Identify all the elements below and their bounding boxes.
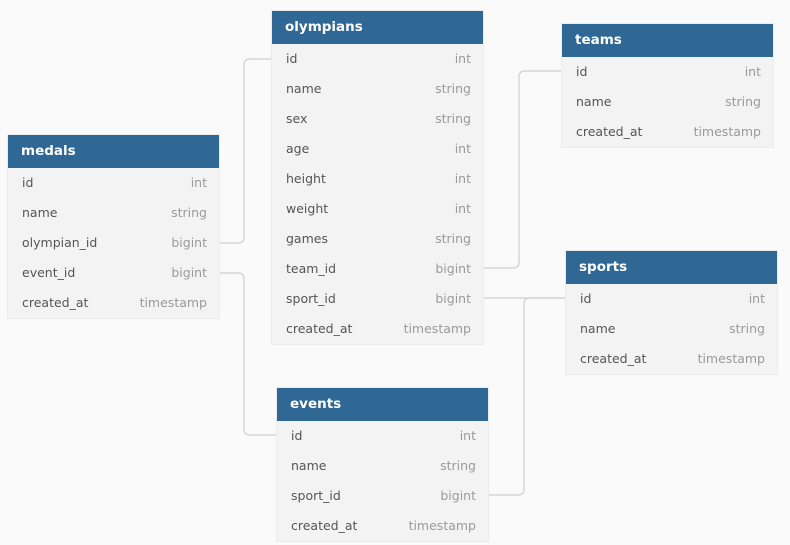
column-row-teams-id[interactable]: id int bbox=[562, 57, 773, 87]
column-name: height bbox=[286, 171, 326, 186]
table-header-olympians[interactable]: olympians bbox=[272, 11, 483, 44]
column-name: id bbox=[22, 175, 34, 190]
column-type: string bbox=[435, 111, 471, 126]
table-header-medals[interactable]: medals bbox=[8, 135, 219, 168]
column-name: id bbox=[576, 64, 588, 79]
column-row-sports-id[interactable]: id int bbox=[566, 284, 777, 314]
column-type: string bbox=[729, 321, 765, 336]
column-row-events-sport-id[interactable]: sport_id bigint bbox=[277, 481, 488, 511]
column-row-medals-name[interactable]: name string bbox=[8, 198, 219, 228]
column-name: created_at bbox=[576, 124, 643, 139]
column-type: string bbox=[440, 458, 476, 473]
column-type: int bbox=[454, 201, 471, 216]
column-name: sport_id bbox=[286, 291, 336, 306]
column-name: name bbox=[576, 94, 612, 109]
column-name: team_id bbox=[286, 261, 337, 276]
column-type: int bbox=[744, 64, 761, 79]
column-row-medals-event-id[interactable]: event_id bigint bbox=[8, 258, 219, 288]
column-type: bigint bbox=[440, 488, 476, 503]
column-row-olympians-sport-id[interactable]: sport_id bigint bbox=[272, 284, 483, 314]
column-row-sports-name[interactable]: name string bbox=[566, 314, 777, 344]
column-type: timestamp bbox=[693, 124, 761, 139]
column-type: string bbox=[171, 205, 207, 220]
column-row-olympians-created-at[interactable]: created_at timestamp bbox=[272, 314, 483, 344]
column-name: created_at bbox=[291, 518, 358, 533]
table-olympians[interactable]: olympians id int name string sex string age int… bbox=[272, 11, 483, 344]
column-type: bigint bbox=[171, 265, 207, 280]
column-type: int bbox=[454, 51, 471, 66]
column-name: name bbox=[22, 205, 58, 220]
column-name: sport_id bbox=[291, 488, 341, 503]
connector-olympians-team-id-to-teams-id bbox=[483, 70, 562, 269]
column-row-olympians-height[interactable]: height int bbox=[272, 164, 483, 194]
column-name: name bbox=[580, 321, 616, 336]
column-name: games bbox=[286, 231, 328, 246]
column-type: string bbox=[725, 94, 761, 109]
column-row-medals-created-at[interactable]: created_at timestamp bbox=[8, 288, 219, 318]
column-name: created_at bbox=[286, 321, 353, 336]
column-type: int bbox=[459, 428, 476, 443]
table-teams[interactable]: teams id int name string created_at timestamp bbox=[562, 24, 773, 147]
column-row-medals-id[interactable]: id int bbox=[8, 168, 219, 198]
column-type: int bbox=[748, 291, 765, 306]
column-type: bigint bbox=[171, 235, 207, 250]
column-row-events-name[interactable]: name string bbox=[277, 451, 488, 481]
column-type: timestamp bbox=[408, 518, 476, 533]
table-events[interactable]: events id int name string sport_id bigint crea… bbox=[277, 388, 488, 541]
column-type: int bbox=[454, 171, 471, 186]
column-name: name bbox=[286, 81, 322, 96]
column-row-olympians-weight[interactable]: weight int bbox=[272, 194, 483, 224]
column-name: sex bbox=[286, 111, 308, 126]
column-name: event_id bbox=[22, 265, 76, 280]
column-name: weight bbox=[286, 201, 329, 216]
column-row-medals-olympian-id[interactable]: olympian_id bigint bbox=[8, 228, 219, 258]
column-name: created_at bbox=[22, 295, 89, 310]
column-name: age bbox=[286, 141, 310, 156]
connector-events-sport-id-to-sports-id bbox=[488, 297, 566, 496]
column-row-olympians-age[interactable]: age int bbox=[272, 134, 483, 164]
column-name: created_at bbox=[580, 351, 647, 366]
table-header-events[interactable]: events bbox=[277, 388, 488, 421]
column-row-teams-created-at[interactable]: created_at timestamp bbox=[562, 117, 773, 147]
column-name: id bbox=[580, 291, 592, 306]
column-type: bigint bbox=[435, 261, 471, 276]
column-row-olympians-sex[interactable]: sex string bbox=[272, 104, 483, 134]
column-row-olympians-id[interactable]: id int bbox=[272, 44, 483, 74]
connector-medals-olympian-id-to-olympians-id bbox=[219, 58, 272, 244]
table-sports[interactable]: sports id int name string created_at timestam… bbox=[566, 251, 777, 374]
column-row-olympians-name[interactable]: name string bbox=[272, 74, 483, 104]
column-row-events-created-at[interactable]: created_at timestamp bbox=[277, 511, 488, 541]
column-row-olympians-team-id[interactable]: team_id bigint bbox=[272, 254, 483, 284]
column-name: id bbox=[291, 428, 303, 443]
column-name: id bbox=[286, 51, 298, 66]
column-name: name bbox=[291, 458, 327, 473]
column-type: int bbox=[190, 175, 207, 190]
column-type: string bbox=[435, 81, 471, 96]
column-type: timestamp bbox=[403, 321, 471, 336]
column-name: olympian_id bbox=[22, 235, 98, 250]
column-row-events-id[interactable]: id int bbox=[277, 421, 488, 451]
column-type: bigint bbox=[435, 291, 471, 306]
table-header-teams[interactable]: teams bbox=[562, 24, 773, 57]
column-type: timestamp bbox=[697, 351, 765, 366]
column-row-sports-created-at[interactable]: created_at timestamp bbox=[566, 344, 777, 374]
connector-medals-event-id-to-events-id bbox=[219, 272, 277, 436]
column-row-teams-name[interactable]: name string bbox=[562, 87, 773, 117]
column-type: timestamp bbox=[139, 295, 207, 310]
table-header-sports[interactable]: sports bbox=[566, 251, 777, 284]
column-type: int bbox=[454, 141, 471, 156]
column-row-olympians-games[interactable]: games string bbox=[272, 224, 483, 254]
column-type: string bbox=[435, 231, 471, 246]
